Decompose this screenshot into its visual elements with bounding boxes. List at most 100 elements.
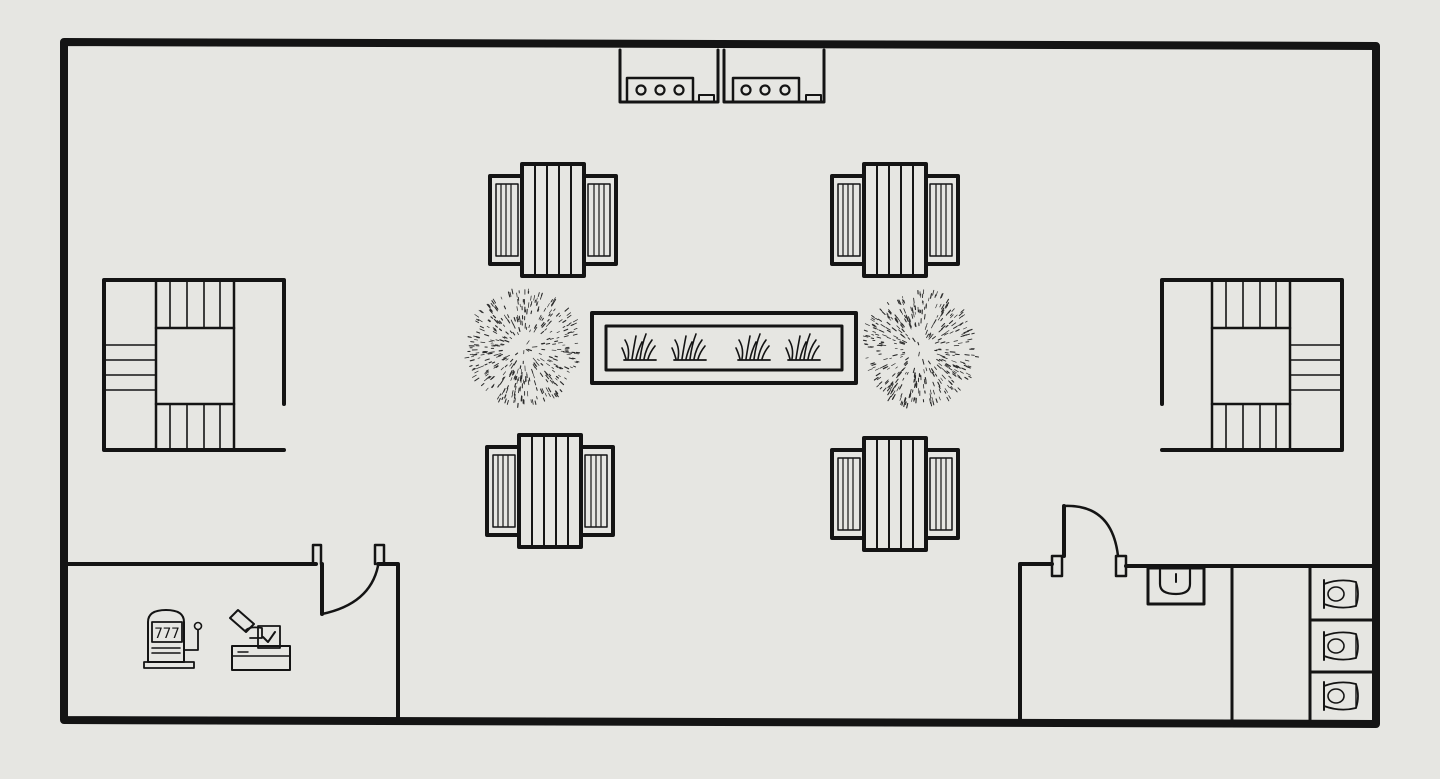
shrub-dot	[889, 382, 894, 388]
shrub-dot	[509, 372, 512, 377]
shrub-dot	[516, 306, 518, 311]
shrub-dot	[505, 358, 509, 361]
shrub-dot	[971, 332, 975, 335]
shrub-dot	[871, 317, 876, 321]
shrub-dot	[566, 312, 571, 316]
shrub-dot	[879, 365, 885, 369]
shrub-dot	[544, 328, 548, 331]
shrub-dot	[511, 394, 513, 398]
shrub-dot	[872, 327, 877, 330]
central-planter	[590, 311, 858, 385]
shrub-dot	[526, 340, 530, 345]
shrub-dot	[872, 324, 877, 328]
shrub-dot	[963, 362, 966, 365]
shrub-dot	[900, 324, 904, 329]
shrub-dot	[949, 381, 953, 385]
shrub-dot	[941, 323, 946, 327]
shrub-dot	[573, 353, 580, 355]
shrub-dot	[535, 297, 538, 303]
shrub-dot	[931, 336, 936, 340]
shrub-dot	[496, 355, 502, 358]
shrub-dot	[941, 358, 947, 362]
shrub-dot	[905, 316, 909, 322]
shrub-dot	[534, 324, 537, 329]
shrub-dot	[540, 363, 544, 366]
shrub-dot	[513, 393, 516, 399]
shrub-dot	[558, 367, 562, 370]
shrub-dot	[569, 322, 572, 325]
shrub-dot	[938, 328, 943, 333]
shrub-dot	[894, 319, 899, 324]
stairwell-left	[102, 278, 286, 452]
shrub-dot	[519, 375, 522, 382]
shrub-dot	[929, 389, 932, 395]
shrub-dot	[953, 325, 958, 329]
shrub-dot	[509, 336, 513, 340]
shrub-dot	[940, 293, 943, 299]
shrub-dot	[502, 357, 507, 361]
shrub-dot	[948, 395, 951, 399]
shrub-dot	[558, 374, 561, 378]
shrub-dot	[511, 288, 514, 295]
restroom-area	[1018, 504, 1374, 724]
shrub-dot	[954, 388, 958, 393]
shrub-dot	[533, 380, 537, 386]
shrub-dot	[491, 384, 495, 389]
shrub-dot	[931, 396, 933, 400]
shrub-dot	[548, 392, 551, 398]
shrub-dot	[540, 388, 543, 395]
shrub-dot	[889, 357, 892, 360]
shrub-dot	[934, 373, 938, 377]
shrub-dot	[494, 305, 499, 310]
shrub-dot	[951, 308, 955, 312]
shrub-dot	[519, 319, 522, 326]
shrub-dot	[967, 365, 972, 368]
shrub-dot	[472, 353, 478, 356]
shrub-dot	[934, 341, 940, 344]
dining-table-top-left	[488, 162, 618, 278]
shrub-dot	[480, 365, 484, 368]
shrub-dot	[961, 314, 965, 318]
shrub-dot	[533, 295, 536, 301]
shrub-dot	[564, 366, 570, 370]
shrub-dot	[497, 384, 500, 388]
shrub-dot	[948, 367, 953, 371]
grass-tuft-icon	[671, 333, 707, 361]
shrub-dot	[903, 397, 906, 402]
shrub-dot	[548, 373, 552, 377]
shrub-dot	[477, 318, 483, 323]
shrub-dot	[935, 303, 938, 309]
shrub-dot	[957, 324, 961, 327]
shrub-dot	[476, 331, 481, 334]
shrub-dot	[564, 333, 570, 336]
shrub-dot	[938, 396, 941, 401]
shrub-dot	[558, 342, 563, 344]
shrub-dot	[878, 381, 883, 385]
shrub-dot	[502, 376, 506, 381]
shrub-dot	[871, 334, 875, 336]
shrub-dot	[876, 336, 882, 339]
shrub-dot	[889, 386, 893, 390]
shrub-dot	[472, 374, 477, 378]
shrub-dot	[513, 399, 515, 403]
shrub-dot	[517, 332, 519, 335]
shrub-dot	[933, 319, 937, 324]
toilet-icon	[1323, 631, 1359, 661]
shrub-dot	[514, 374, 517, 379]
shrub-dot	[548, 309, 553, 314]
shrub-dot	[880, 324, 886, 328]
grass-tuft-icon	[785, 333, 821, 361]
shrub-dot	[564, 377, 567, 380]
shrub-dot	[495, 365, 499, 368]
shrub-dot	[484, 370, 489, 374]
outer-walls	[60, 38, 1380, 728]
shrub-dot	[886, 337, 891, 339]
shrub-dot	[518, 376, 520, 381]
shrub-dot	[476, 337, 480, 339]
shrub-dot	[544, 393, 547, 397]
shrub-dot	[940, 317, 943, 322]
slot-machine-icon: 777	[143, 609, 203, 669]
shrub-dot	[902, 340, 908, 343]
shrub-dot	[503, 314, 507, 319]
shrub-dot	[896, 338, 901, 341]
